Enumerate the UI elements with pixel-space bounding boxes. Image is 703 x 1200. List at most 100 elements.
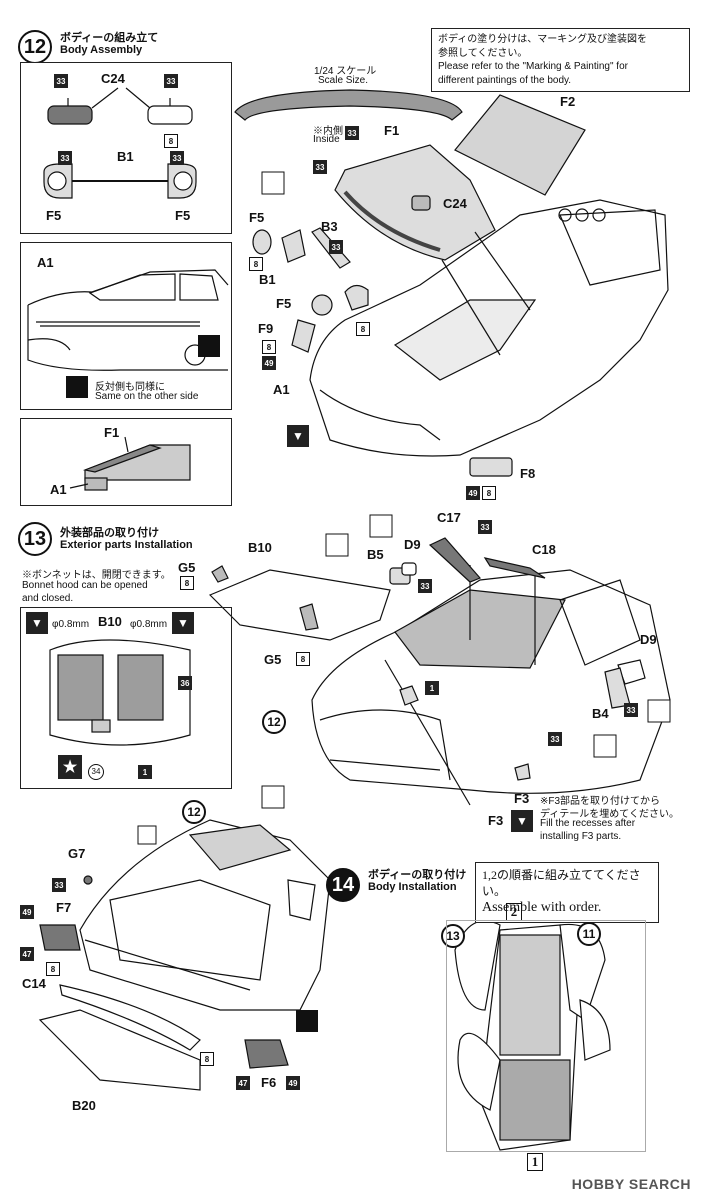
- bonnet-note-en-2: and closed.: [22, 593, 74, 604]
- label-a1-side: A1: [37, 255, 54, 270]
- label-f8: F8: [520, 466, 536, 481]
- paint-8-c14: 8: [200, 1052, 214, 1066]
- other-side-jp: 反対側も同様に: [95, 382, 165, 393]
- paint-33-b5: 33: [418, 579, 432, 593]
- hole-icon-bonnet-left: ▼: [26, 612, 48, 634]
- label-b5: B5: [367, 547, 384, 562]
- paint-note-en-1: Please refer to the "Marking & Painting"…: [438, 61, 628, 72]
- f3-note-en-1: Fill the recesses after: [540, 818, 636, 829]
- car-side-view-drawing: [27, 269, 229, 371]
- decal-icon-side: [198, 335, 220, 357]
- step-13-title-jp: 外装部品の取り付け: [60, 527, 159, 539]
- step12-mirror-parts-drawing: [252, 195, 513, 477]
- decal-icon-legend: [66, 376, 88, 398]
- label-c17: C17: [437, 510, 461, 525]
- label-f5-left: F5: [46, 208, 62, 223]
- bonnet-note-en-1: Bonnet hood can be opened: [22, 580, 148, 591]
- step-14-title-jp: ボディーの取り付け: [368, 869, 467, 881]
- paint-33-b3: 33: [329, 240, 343, 254]
- f3-note-jp-1: ※F3部品を取り付けてから: [540, 796, 661, 807]
- assembly-order-note: 1,2の順番に組み立ててください。 Assemble with order.: [475, 862, 659, 924]
- watermark: HOBBY SEARCH: [571, 1176, 691, 1192]
- label-f5-right: F5: [175, 208, 191, 223]
- step-13-title-en: Exterior parts Installation: [60, 539, 193, 551]
- f1-detail-drawing: [69, 436, 191, 491]
- paint-47-f7: 47: [20, 947, 34, 961]
- body-shell-step12-drawing: [309, 199, 669, 457]
- step-12-title-en: Body Assembly: [60, 44, 143, 56]
- drill-size-left: φ0.8mm: [52, 619, 90, 630]
- body-installation-drawing: [454, 920, 611, 1151]
- hole-icon-roof: [261, 785, 285, 809]
- paint-33-mirror-right: 33: [164, 74, 178, 88]
- paint-1-bonnet: 1: [138, 765, 152, 779]
- label-f2: F2: [560, 94, 576, 109]
- inside-label-jp: ※内側: [313, 126, 343, 137]
- paint-33-b4: 33: [624, 703, 638, 717]
- step-14-title-en: Body Installation: [368, 881, 457, 893]
- bonnet-hood-drawing: [208, 565, 391, 641]
- label-f6: F6: [261, 1075, 277, 1090]
- label-c24-top: C24: [101, 71, 125, 86]
- label-c24-main: C24: [443, 196, 467, 211]
- bonnet-underside-detail: [49, 639, 191, 746]
- step-ref-12-b: 12: [182, 800, 206, 824]
- paint-reference-note: ボディの塗り分けは、マーキング及び塗装図を 参照してください。 Please r…: [431, 28, 690, 92]
- label-b10: B10: [248, 540, 272, 555]
- label-c18: C18: [532, 542, 556, 557]
- hole-icon-a1: ▼: [287, 425, 309, 447]
- paint-note-jp-2: 参照してください。: [438, 47, 528, 59]
- paint-33-f1-b: 33: [313, 160, 327, 174]
- paint-note-en-2: different paintings of the body.: [438, 74, 572, 86]
- paint-33-side-right: 33: [170, 151, 184, 165]
- decal-icon-step12-top: [261, 171, 285, 195]
- decal-icon-step13-b: [369, 514, 393, 538]
- paint-8-f5: 8: [356, 322, 370, 336]
- label-b1-main: B1: [259, 272, 276, 287]
- rearview-mirror-drawing: [43, 87, 197, 199]
- step-ref-13: 13: [441, 924, 465, 948]
- label-d9-right: D9: [640, 632, 657, 647]
- paint-8-f9: 8: [262, 340, 276, 354]
- paint-36: 36: [178, 676, 192, 690]
- label-a1-detail: A1: [50, 482, 67, 497]
- step-12-number: 12: [18, 30, 52, 64]
- paint-8-b1: 8: [249, 257, 263, 271]
- label-b3: B3: [321, 219, 338, 234]
- paint-8-f7: 8: [46, 962, 60, 976]
- scale-label-jp: 1/24 スケール: [314, 66, 377, 77]
- label-f3-lower: F3: [488, 813, 504, 828]
- paint-49-f8: 49: [466, 486, 480, 500]
- paint-47-f6: 47: [236, 1076, 250, 1090]
- paint-8-mirror: 8: [164, 134, 178, 148]
- decal-icon-step13-d: [647, 699, 671, 723]
- body-shell-rear-drawing: [79, 819, 331, 1011]
- bonnet-note-jp: ※ボンネットは、開閉できます。: [22, 570, 171, 581]
- mirror-assembly-box: [20, 62, 232, 234]
- inside-label-en: Inside: [313, 134, 340, 145]
- step-ref-12-a: 12: [262, 710, 286, 734]
- label-f5-upper: F5: [249, 210, 265, 225]
- step-12-title-jp: ボディーの組み立て: [60, 32, 159, 44]
- paint-1-body: 1: [425, 681, 439, 695]
- label-g7: G7: [68, 846, 86, 861]
- paint-33-f1-a: 33: [345, 126, 359, 140]
- order-1-marker: 1: [527, 1153, 543, 1171]
- label-f7: F7: [56, 900, 72, 915]
- scale-roof-strip: [234, 89, 463, 121]
- label-b1-box: B1: [117, 149, 134, 164]
- step-13-number: 13: [18, 522, 52, 556]
- paint-33-side-left: 33: [58, 151, 72, 165]
- hole-icon-trunk: [137, 825, 157, 845]
- paint-8-f8: 8: [482, 486, 496, 500]
- step-14-number: 14: [326, 868, 360, 902]
- other-side-en: Same on the other side: [95, 391, 199, 402]
- drill-size-right: φ0.8mm: [130, 619, 168, 630]
- label-a1-main: A1: [273, 382, 290, 397]
- f3-note-en-2: installing F3 parts.: [540, 831, 622, 842]
- f3-note-jp-2: ディテールを埋めてください。: [540, 809, 679, 820]
- installation-image-frame: [446, 920, 646, 1152]
- scale-label-en: Scale Size.: [318, 75, 369, 86]
- paint-33-body: 33: [548, 732, 562, 746]
- hole-icon-f3: ▼: [511, 810, 533, 832]
